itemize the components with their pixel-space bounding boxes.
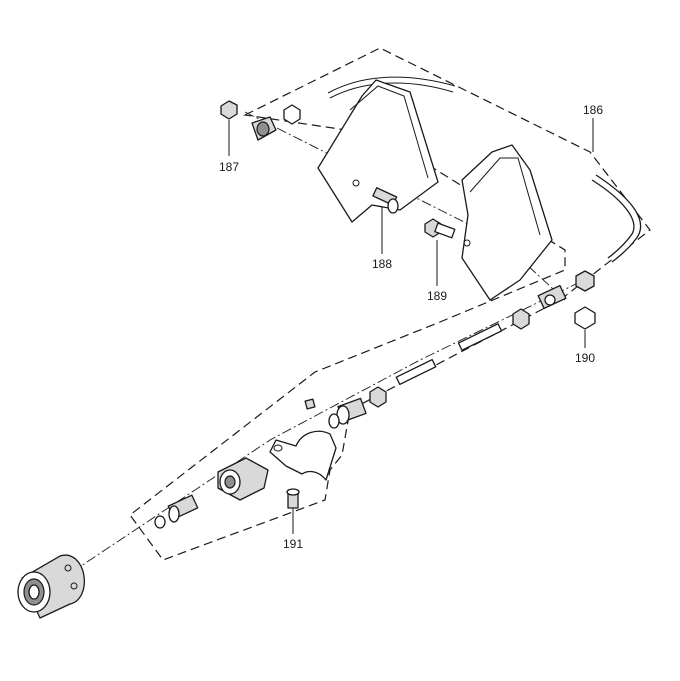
hose-part bbox=[327, 76, 642, 263]
bolt-189 bbox=[424, 218, 456, 239]
tube-segments bbox=[395, 323, 503, 386]
callout-187: 187 bbox=[219, 160, 239, 174]
nut-190 bbox=[574, 306, 596, 330]
callout-190: 190 bbox=[575, 351, 595, 365]
middle-fitting bbox=[328, 386, 387, 429]
lower-fitting bbox=[154, 494, 199, 529]
alignment-line-main bbox=[59, 281, 581, 581]
coupling-nut bbox=[17, 554, 86, 619]
adapter-block bbox=[217, 457, 269, 501]
pipe-clamp bbox=[269, 430, 337, 481]
callout-191: 191 bbox=[283, 537, 303, 551]
bolt-188 bbox=[372, 187, 399, 214]
nut-187 bbox=[220, 100, 301, 141]
callout-188: 188 bbox=[372, 257, 392, 271]
shield-panel-left bbox=[317, 79, 439, 223]
screw-191 bbox=[286, 488, 300, 509]
tee-fitting bbox=[512, 270, 595, 330]
callout-189: 189 bbox=[427, 289, 447, 303]
shield-panel-right bbox=[461, 144, 553, 301]
callout-186: 186 bbox=[583, 103, 603, 117]
small-insert bbox=[304, 398, 316, 410]
